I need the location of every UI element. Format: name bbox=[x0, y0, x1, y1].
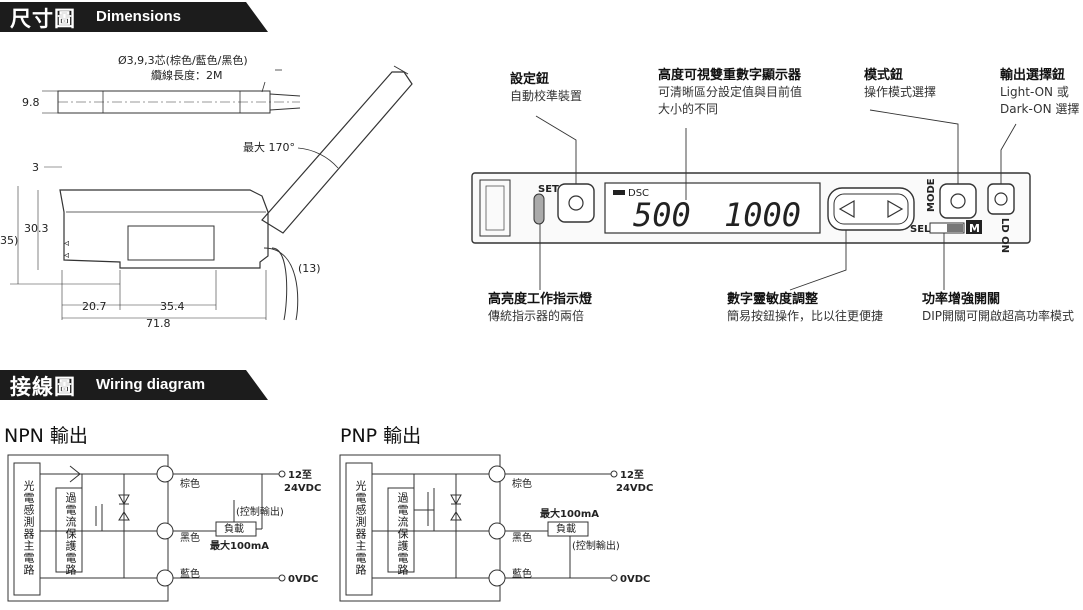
dimensions-banner-en: Dimensions bbox=[96, 8, 182, 25]
dimensions-banner-zh: 尺寸圖 bbox=[10, 7, 76, 31]
callout-title: 輸出選擇鈕 bbox=[1000, 68, 1066, 83]
pnp-load: 負載 bbox=[556, 523, 576, 535]
npn-load: 負載 bbox=[224, 523, 244, 535]
callout-line: 可清晰區分設定值與目前值 bbox=[658, 85, 803, 99]
cable-length: 纜線長度：2M bbox=[151, 68, 223, 82]
callout-set-button: 設定鈕 自動校準裝置 bbox=[510, 71, 582, 105]
dim-13: (13) bbox=[298, 262, 321, 275]
sensor-device-front: SET DSC 500 1000 MODE SEL M LD ON bbox=[471, 172, 1031, 253]
npn-max: 最大100mA bbox=[210, 539, 269, 552]
cable-spec: Ø3,9,3芯(棕色/藍色/黑色) bbox=[118, 53, 248, 67]
callout-output-select: 輸出選擇鈕 Light-ON 或 Dark-ON 選擇 bbox=[1000, 67, 1079, 118]
display-right: 1000 bbox=[724, 196, 801, 234]
npn-v24: 24VDC bbox=[284, 483, 321, 494]
dim-20-7: 20.7 bbox=[82, 300, 107, 313]
set-label: SET bbox=[538, 184, 559, 195]
callout-line: 傳統指示器的兩倍 bbox=[488, 309, 585, 323]
npn-black: 黑色 bbox=[180, 531, 200, 544]
pnp-v0: 0VDC bbox=[620, 574, 650, 585]
dim-9-8: 9.8 bbox=[22, 96, 40, 109]
npn-protect: 過電流保護電路 bbox=[64, 492, 77, 576]
callout-title: 設定鈕 bbox=[510, 72, 550, 87]
right-arrow-icon[interactable] bbox=[887, 199, 904, 219]
pnp-blue: 藍色 bbox=[512, 567, 532, 580]
npn-blue: 藍色 bbox=[180, 567, 200, 580]
dim-30-3: 30.3 bbox=[24, 222, 49, 235]
callout-title: 高度可視雙重數字顯示器 bbox=[658, 68, 802, 83]
pnp-title: PNP 輸出 bbox=[340, 425, 422, 447]
svg-text:◃: ◃ bbox=[64, 250, 69, 261]
m-label: M bbox=[969, 222, 980, 235]
pnp-v24: 24VDC bbox=[616, 483, 653, 494]
callout-dual-display: 高度可視雙重數字顯示器 可清晰區分設定值與目前值 大小的不同 bbox=[658, 67, 802, 118]
callout-line: 自動校準裝置 bbox=[510, 89, 583, 103]
left-arrow-icon[interactable] bbox=[838, 199, 855, 219]
dim-35-4: 35.4 bbox=[160, 300, 185, 313]
callout-sensitivity: 數字靈敏度調整 簡易按鈕操作，比以往更便捷 bbox=[727, 291, 883, 325]
npn-brown: 棕色 bbox=[180, 477, 200, 490]
npn-main-circuit: 光電感測器主電路 bbox=[22, 480, 35, 576]
dim-71-8: 71.8 bbox=[146, 317, 171, 330]
npn-v12: 12至 bbox=[288, 469, 312, 481]
wiring-banner-zh: 接線圖 bbox=[10, 375, 76, 399]
callout-line: 大小的不同 bbox=[658, 102, 719, 116]
wiring-banner: 接線圖 Wiring diagram bbox=[0, 370, 268, 400]
pnp-ctrl: (控制輸出) bbox=[572, 539, 620, 552]
pnp-main-circuit: 光電感測器主電路 bbox=[354, 480, 367, 576]
callout-line: Dark-ON 選擇 bbox=[1000, 102, 1080, 116]
pnp-protect: 過電流保護電路 bbox=[396, 492, 409, 576]
display-left: 500 bbox=[633, 196, 691, 234]
npn-title: NPN 輸出 bbox=[4, 425, 88, 447]
max-angle: 最大 170° bbox=[243, 140, 295, 154]
sensitivity-buttons[interactable] bbox=[827, 187, 915, 231]
callout-line: 簡易按鈕操作，比以往更便捷 bbox=[727, 309, 884, 323]
callout-line: Light-ON 或 bbox=[1000, 85, 1069, 99]
npn-diagram bbox=[7, 454, 286, 602]
pnp-black: 黑色 bbox=[512, 531, 532, 544]
dsc-label: DSC bbox=[628, 188, 649, 199]
callout-title: 功率增強開關 bbox=[922, 292, 1001, 307]
mode-label: MODE bbox=[926, 178, 937, 212]
callout-indicator: 高亮度工作指示燈 傳統指示器的兩倍 bbox=[488, 291, 592, 325]
callout-power-switch: 功率增強開關 DIP開關可開啟超高功率模式 bbox=[922, 291, 1074, 325]
ld-on-label: LD ON bbox=[999, 218, 1010, 253]
dim-35: 35) bbox=[0, 234, 18, 247]
callout-title: 高亮度工作指示燈 bbox=[488, 292, 593, 307]
pnp-v12: 12至 bbox=[620, 469, 644, 481]
dim-3: 3 bbox=[32, 161, 39, 174]
sel-label: SEL bbox=[910, 224, 931, 235]
pnp-max: 最大100mA bbox=[540, 507, 599, 520]
dimensions-banner: 尺寸圖 Dimensions bbox=[0, 2, 268, 32]
npn-v0: 0VDC bbox=[288, 574, 318, 585]
callout-line: 操作模式選擇 bbox=[864, 85, 937, 99]
callout-title: 數字靈敏度調整 bbox=[727, 292, 819, 307]
wiring-banner-en: Wiring diagram bbox=[96, 376, 206, 393]
callout-mode-button: 模式鈕 操作模式選擇 bbox=[864, 67, 936, 101]
npn-ctrl: (控制輸出) bbox=[236, 505, 284, 518]
callout-title: 模式鈕 bbox=[864, 68, 904, 83]
callout-line: DIP開關可開啟超高功率模式 bbox=[922, 309, 1075, 323]
pnp-diagram bbox=[339, 454, 618, 602]
svg-text:◃: ◃ bbox=[64, 238, 69, 249]
pnp-brown: 棕色 bbox=[512, 477, 532, 490]
